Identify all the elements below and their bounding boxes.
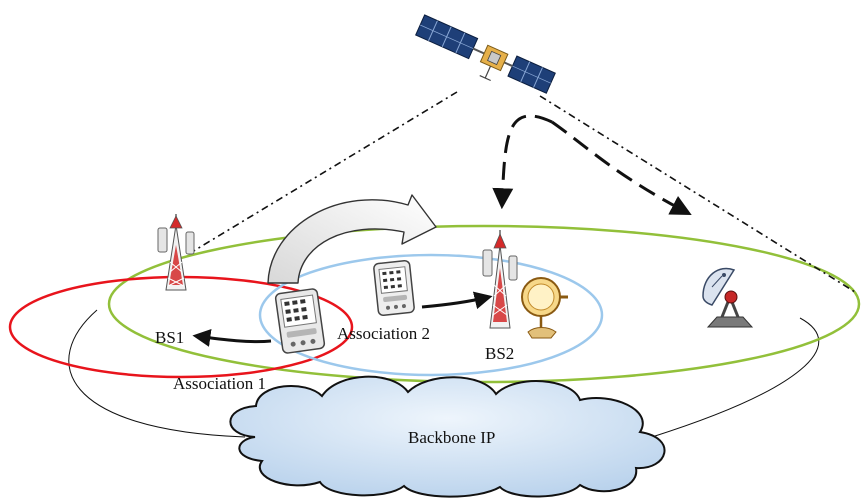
association1-arrow: [192, 329, 272, 347]
association2-cell: [258, 253, 604, 377]
bs1-label: BS1: [155, 328, 184, 347]
terminal-icon: [521, 277, 568, 339]
backbone-link-bs1: [68, 309, 246, 438]
bs1-tower-icon: [157, 214, 195, 291]
satellite-arrow-to-dish: [551, 120, 692, 215]
handheld-device-2-icon: [373, 260, 415, 316]
handover-curved-arrow: [267, 194, 437, 284]
handheld-device-1-icon: [274, 288, 326, 354]
bs2-label: BS2: [485, 344, 514, 363]
backbone-cloud: [229, 375, 666, 498]
coverage-cell-large: [107, 224, 861, 384]
association1-label: Association 1: [173, 374, 266, 393]
backbone-link-dish: [651, 317, 820, 438]
backbone-label: Backbone IP: [408, 428, 495, 447]
satellite-link-right: [539, 95, 856, 293]
association2-label: Association 2: [337, 324, 430, 343]
association2-arrow: [421, 291, 493, 310]
satellite-link-bs1: [186, 91, 458, 256]
bs2-tower-icon: [482, 230, 518, 329]
satellite-dish-icon: [702, 267, 754, 328]
satellite-arrow-to-bs2: [492, 114, 553, 210]
satellite-icon: [415, 14, 556, 94]
